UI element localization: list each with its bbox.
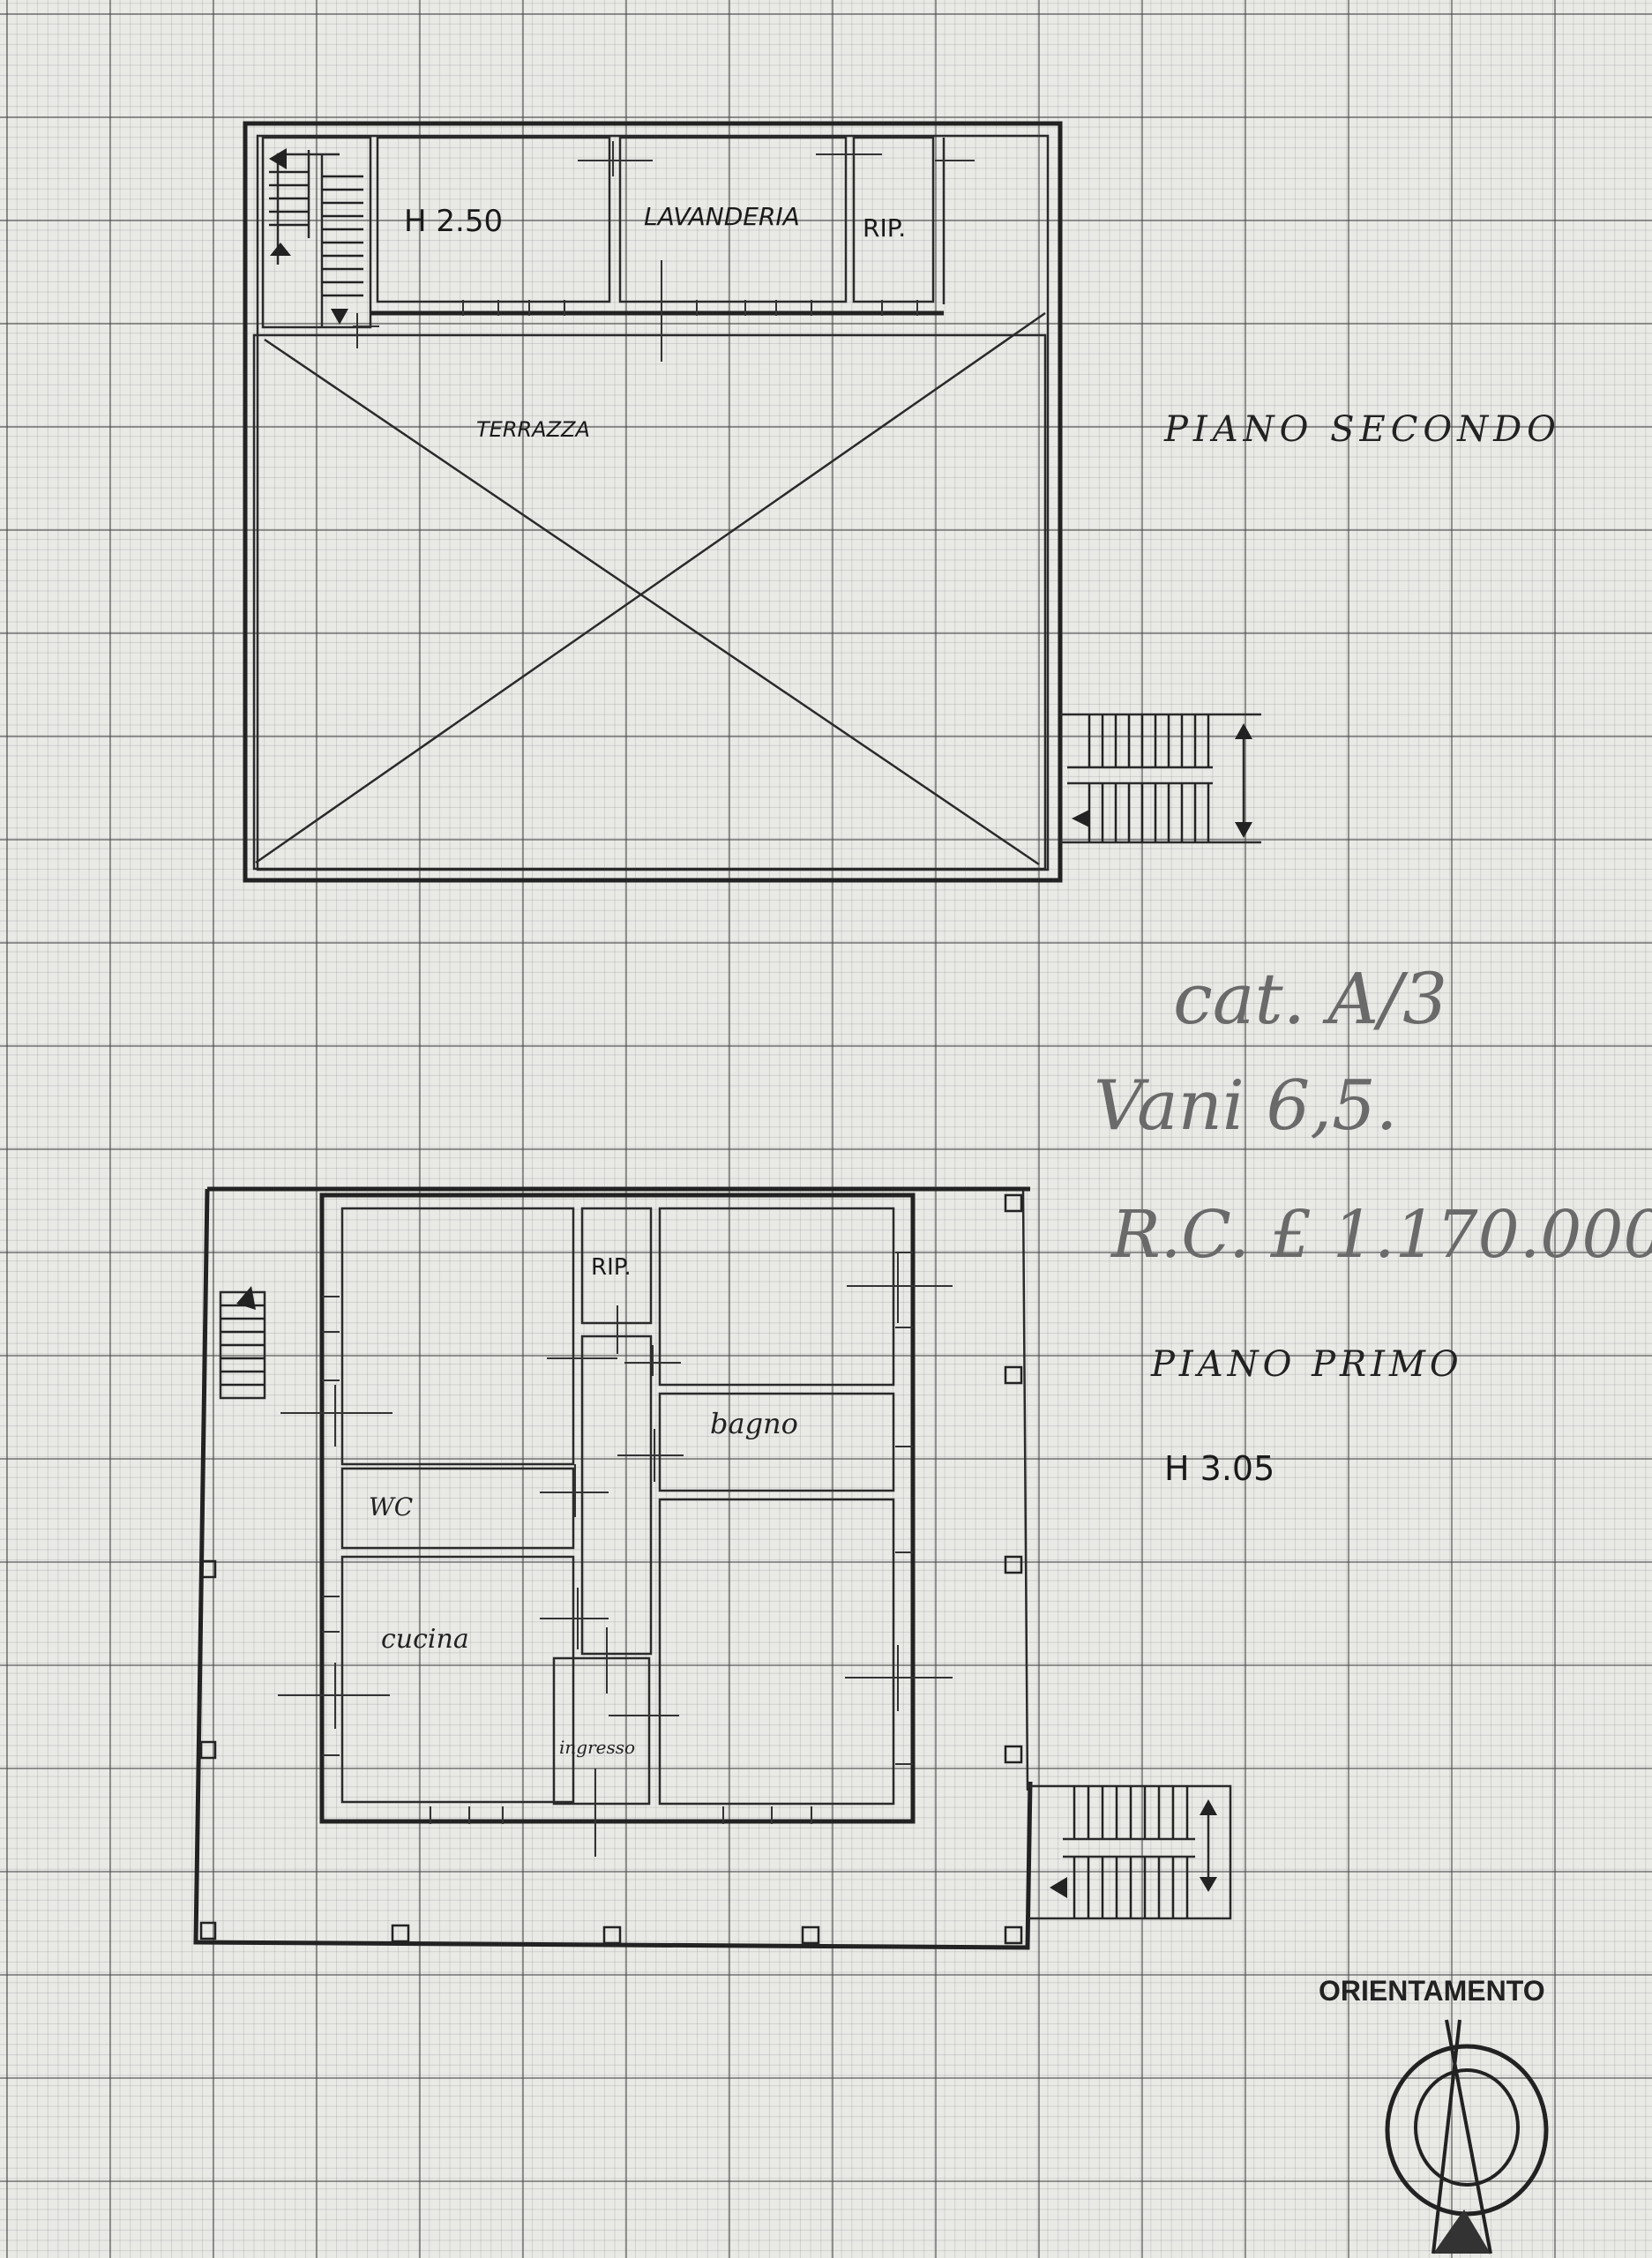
second-floor-external-stairs	[1060, 713, 1261, 844]
second-floor-title: PIANO SECONDO	[1163, 409, 1561, 450]
external-stairs-outline	[1060, 713, 1261, 844]
label-room-height-2-50: H 2.50	[404, 204, 503, 239]
first-floor-core-wall	[319, 1193, 916, 1824]
label-entrance: ingresso	[559, 1737, 635, 1758]
label-terrace: TERRAZZA	[476, 417, 590, 442]
cadastral-rooms-count: Vani 6,5.	[1094, 1066, 1398, 1146]
compass-needle-tip-icon	[1433, 2209, 1491, 2254]
door-markers-second-floor	[353, 141, 975, 362]
label-storage-second-floor: RIP.	[863, 213, 906, 243]
first-floor-height: H 3.05	[1164, 1449, 1275, 1488]
room-wc	[340, 1467, 575, 1550]
second-floor-outer-wall	[243, 121, 1063, 883]
orientation-label: ORIENTAMENTO	[1319, 1975, 1545, 2007]
second-floor-inner-stairs	[261, 136, 372, 329]
room-storage-second-floor	[852, 136, 935, 303]
compass-inner-ring	[1414, 2068, 1520, 2187]
room-height-2-50	[376, 136, 611, 303]
label-wc: WC	[369, 1492, 413, 1522]
label-laundry: LAVANDERIA	[644, 202, 800, 231]
external-stair-arrow-down-icon	[1235, 822, 1252, 838]
label-storage-first-floor: RIP.	[591, 1254, 632, 1281]
label-kitchen: cucina	[381, 1624, 469, 1655]
external-stair-arrow-left-icon	[1072, 810, 1089, 827]
room-kitchen	[340, 1555, 575, 1804]
cadastral-income: R.C. £ 1.170.000	[1110, 1197, 1652, 1273]
first-floor-external-arrow-down-icon	[1200, 1877, 1217, 1892]
orientation-compass: ORIENTAMENTO	[1319, 1975, 1549, 2254]
room-entrance	[552, 1656, 651, 1806]
second-floor-inner-wall	[256, 134, 1050, 871]
room-laundry	[618, 136, 848, 303]
label-bathroom: bagno	[710, 1407, 798, 1440]
terrace-cross-line-2	[255, 311, 1046, 864]
room-top-right	[658, 1207, 895, 1387]
cadastral-notes: cat. A/3 Vani 6,5. R.C. £ 1.170.000	[1094, 958, 1652, 1273]
window-ticks-first-floor	[322, 1252, 913, 1824]
stair-arrow-up-icon	[269, 148, 287, 169]
first-floor-external-stairs	[1028, 1784, 1232, 1920]
terrace-cross-line-1	[264, 338, 1040, 866]
first-floor-external-arrow-left-icon	[1050, 1877, 1067, 1898]
first-floor-right-edge	[1021, 1190, 1029, 1791]
external-stair-arrow-up-icon	[1235, 723, 1252, 739]
second-floor-plan: H 2.50 LAVANDERIA RIP. TERRAZZA	[243, 121, 1561, 883]
room-bathroom	[658, 1392, 895, 1492]
inner-stairs-enclosure	[261, 136, 372, 329]
cadastral-category: cat. A/3	[1173, 958, 1447, 1040]
first-floor-stair-arrow-icon	[236, 1286, 256, 1310]
first-floor-external-arrow-up-icon	[1200, 1799, 1217, 1815]
stair-treads-upper	[269, 170, 363, 297]
first-floor-external-stairs-outline	[1028, 1784, 1232, 1920]
room-top-left	[340, 1207, 575, 1466]
first-floor-title: PIANO PRIMO	[1150, 1344, 1463, 1385]
pillars	[199, 1193, 1023, 1945]
terrace-parapet	[252, 333, 1047, 871]
corridor	[580, 1335, 653, 1656]
door-markers-first-floor	[278, 1252, 953, 1857]
stair-arrow-down-icon	[331, 309, 348, 325]
window-ticks-rooms	[462, 300, 918, 316]
first-floor-plan: RIP. bagno WC cucina ingresso PIANO PRIM…	[193, 1186, 1463, 1950]
stair-arrow-icon	[270, 243, 291, 256]
first-floor-stairs	[219, 1286, 266, 1400]
compass-needle-icon	[1431, 2019, 1492, 2254]
room-bottom-right	[658, 1498, 895, 1806]
